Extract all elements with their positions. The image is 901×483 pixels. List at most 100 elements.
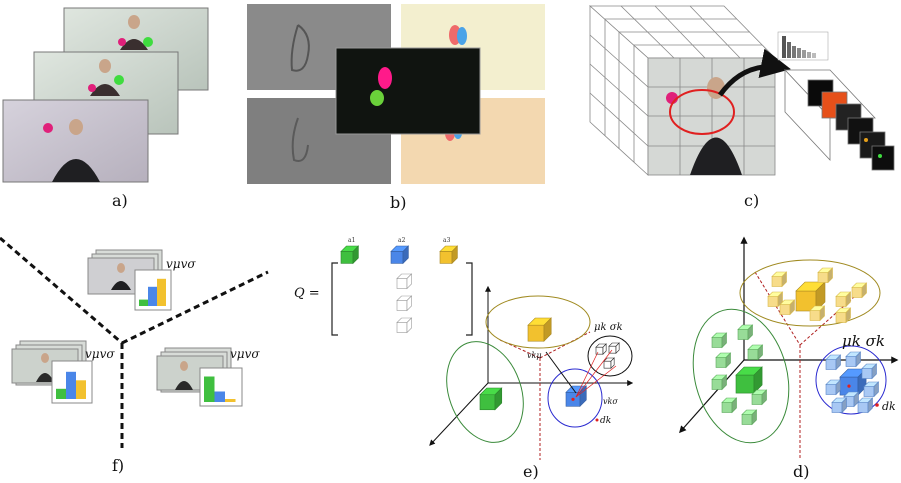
histogram-bar (214, 391, 225, 402)
panel-b-label: b) (390, 193, 406, 212)
cube-icon-yellow (795, 281, 826, 312)
cube-icon-blue-light (831, 397, 848, 414)
cube-icon-green-light (737, 324, 754, 341)
panel-a-label: a) (112, 191, 128, 210)
cube-icon-yellow (439, 245, 459, 265)
cube-icon-empty (396, 317, 413, 334)
panel-b: b) (247, 4, 545, 212)
cube-icon-yellow-light (817, 267, 834, 284)
histogram-bar (76, 380, 86, 399)
cube-icon-yellow (527, 317, 552, 342)
histogram-bar (66, 371, 76, 399)
optical-flow-image (335, 47, 481, 135)
person-back (118, 15, 153, 50)
cube-icon-yellow-light (851, 282, 868, 299)
feature-map-stack (784, 68, 895, 171)
decision-boundaries (0, 236, 269, 448)
panel-d-label: d) (793, 462, 809, 481)
panel-d: μk σk dk d) (679, 236, 899, 481)
cube-icon-yellow-light (767, 291, 784, 308)
cube-icon-green (479, 387, 503, 411)
mu-sigma-label: μk σk (842, 332, 885, 350)
projection-lines (575, 349, 617, 398)
cube-icon-blue-light (861, 363, 878, 380)
cube-icon-blue-light (863, 381, 880, 398)
panel-f: vμvσ vμvσ vμvσ f) (0, 236, 269, 475)
sample-group-right: vμvσ (156, 347, 260, 407)
cube-icon-green (340, 245, 360, 265)
cube-icon-green-light (721, 397, 738, 414)
panel-f-label: f) (112, 456, 124, 475)
histogram-bar (225, 399, 236, 402)
feature-label: vμvσ (85, 347, 115, 361)
cube-icon-yellow-light (779, 299, 796, 316)
cluster-ellipse-yellow (485, 295, 591, 349)
cube-icon-blue-light (843, 391, 860, 408)
cluster-ellipse-green (446, 341, 524, 443)
cluster-ellipse-yellow (739, 259, 881, 327)
histogram-bar (204, 376, 215, 402)
cube-icon-outline (608, 342, 620, 354)
cube-icon-yellow-light (771, 271, 788, 288)
matrix-left-bracket (331, 262, 338, 336)
cube-icon-yellow-light (835, 307, 852, 324)
cube-icon-empty (396, 295, 413, 312)
feature-label: vμvσ (166, 257, 196, 271)
d-boundaries (754, 271, 863, 458)
column-label-a2: a2 (398, 237, 406, 244)
cluster-ellipse-blue (815, 345, 887, 415)
cube-icon-green-light (741, 409, 758, 426)
panel-e-label: e) (523, 462, 539, 481)
matrix-label: Q = (294, 286, 320, 301)
cluster-ellipse-blue (547, 368, 603, 428)
cube-icon-green-light (751, 389, 768, 406)
sample-group-left: vμvσ (11, 340, 115, 404)
d-marker (875, 403, 879, 407)
histogram-bar (148, 286, 157, 306)
panel-c: c) (588, 5, 895, 210)
panel-a: a) (2, 7, 209, 210)
curved-arrow (717, 48, 791, 97)
cube-icon-blue-light (857, 397, 874, 414)
cube-icon-green-light (711, 374, 728, 391)
panel-c-label: c) (744, 191, 759, 210)
feature-label: vμvσ (230, 347, 260, 361)
cube-icon-green-light (747, 344, 764, 361)
cube-icon-outline (595, 343, 607, 355)
column-label-a1: a1 (348, 237, 355, 244)
video-frame-front (2, 99, 149, 183)
hand-region-ellipse (669, 89, 735, 135)
cube-icon-outline (603, 357, 615, 369)
cube-icon-green-light (715, 352, 732, 369)
hog-histogram (777, 31, 829, 61)
cube-icon-blue-light (825, 379, 842, 396)
panel-e: Q = a1 a2 a3 μk σk vkμ vkσ dk (294, 237, 634, 481)
histogram-bar (139, 299, 148, 306)
matrix-right-bracket (466, 262, 473, 336)
column-label-a3: a3 (443, 237, 451, 244)
person-front (43, 119, 100, 182)
v-sigma-label: vkσ (603, 397, 618, 406)
cube-icon-blue-light (845, 351, 862, 368)
cube-icon-blue-light (825, 354, 842, 371)
cube-icon-empty (396, 273, 413, 290)
component-cluster (587, 335, 633, 377)
d-label: dk (600, 416, 611, 426)
cube-icon-yellow-light (835, 291, 852, 308)
cube-icon-green-light (711, 332, 728, 349)
cube-icon-green (735, 366, 763, 394)
cube-icon-yellow-light (809, 305, 826, 322)
feature-grid-cube (588, 5, 776, 176)
person-middle (88, 59, 124, 96)
d-marker (595, 418, 599, 422)
v-mu-label: vkμ (527, 351, 542, 360)
sample-group-top: vμvσ (87, 249, 196, 311)
e-axes (429, 285, 634, 446)
cluster-ellipse-green (692, 308, 790, 444)
arrow-v-mu (545, 351, 577, 394)
d-label: dk (882, 400, 896, 413)
histogram-bar (157, 278, 166, 306)
cube-icon-blue (390, 245, 410, 265)
histogram-bar (56, 388, 66, 399)
